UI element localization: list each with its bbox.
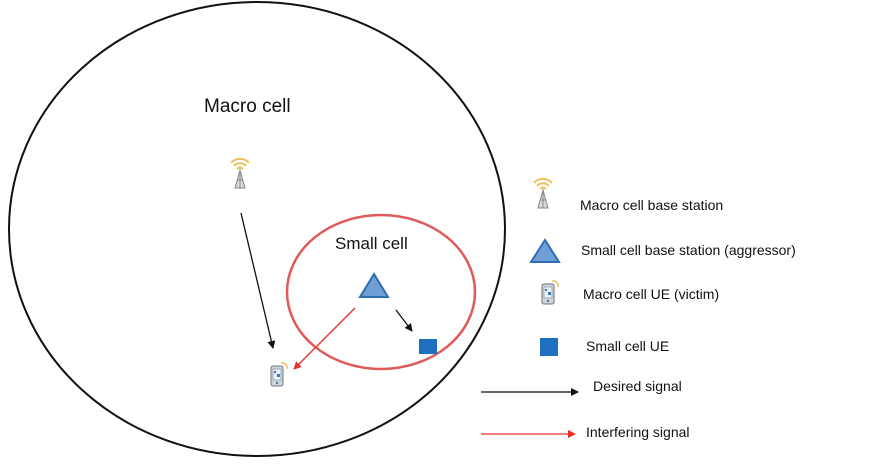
small-desired-signal-arrow — [395, 309, 413, 332]
legend-small-ue-icon — [540, 338, 558, 356]
macro-cell-label: Macro cell — [204, 96, 291, 117]
legend-small-bs-icon — [529, 238, 561, 263]
macro-desired-signal-arrow — [240, 212, 276, 349]
legend-macro-ue-icon — [541, 280, 559, 305]
legend-interfering-label: Interfering signal — [586, 424, 690, 440]
interfering-signal-arrow — [293, 307, 356, 370]
macro-base-station-icon — [230, 157, 250, 189]
small-cell-ue-icon — [419, 339, 437, 354]
small-cell-circle — [285, 213, 477, 371]
legend-macro-ue-label: Macro cell UE (victim) — [583, 286, 720, 302]
macro-cell-circle — [8, 1, 506, 457]
legend-small-ue-label: Small cell UE — [586, 338, 670, 354]
macro-cell-ue-icon — [270, 362, 288, 387]
legend-small-bs-label: Small cell base station (aggressor) — [581, 242, 796, 258]
small-cell-label: Small cell — [335, 234, 408, 253]
legend-desired-label: Desired signal — [593, 378, 682, 394]
small-base-station-icon — [358, 272, 390, 298]
legend-macro-bs-label: Macro cell base station — [580, 197, 724, 213]
legend-macro-bs-icon — [533, 177, 553, 209]
